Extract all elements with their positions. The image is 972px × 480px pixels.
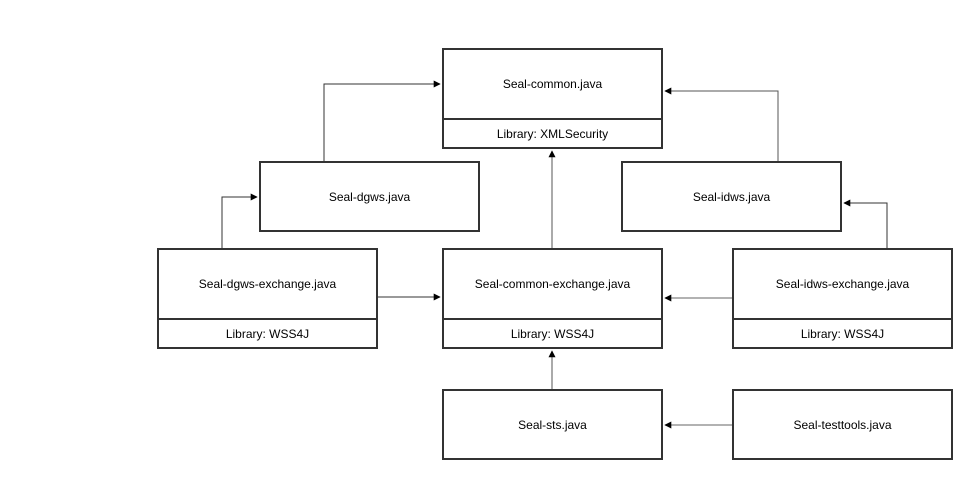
- edges-group: [221, 80, 888, 429]
- box-seal-idws-name: Seal-idws.java: [692, 189, 771, 204]
- box-seal-common-exchange-name: Seal-common-exchange.java: [474, 277, 631, 291]
- box-seal-common-name: Seal-common.java: [502, 77, 603, 91]
- box-seal-testtools-name: Seal-testtools.java: [793, 417, 892, 432]
- edge-seal-dgws-exchange-to-seal-dgws: [221, 193, 258, 248]
- edge-seal-dgws-to-seal-common: [323, 80, 441, 161]
- box-seal-idws-exchange-name: Seal-idws-exchange.java: [775, 277, 910, 291]
- box-seal-dgws-exchange-library: Library: WSS4J: [159, 318, 376, 347]
- box-seal-testtools[interactable]: Seal-testtools.java: [732, 389, 953, 460]
- box-seal-common-library: Library: XMLSecurity: [444, 118, 661, 147]
- box-seal-dgws[interactable]: Seal-dgws.java: [259, 161, 480, 232]
- box-seal-dgws-name: Seal-dgws.java: [328, 189, 411, 204]
- box-seal-idws-exchange[interactable]: Seal-idws-exchange.java Library: WSS4J: [732, 248, 953, 349]
- edge-seal-idws-exchange-to-seal-idws: [843, 199, 888, 248]
- box-seal-sts-name: Seal-sts.java: [518, 417, 587, 432]
- box-seal-common-exchange-library: Library: WSS4J: [444, 318, 661, 347]
- box-seal-idws[interactable]: Seal-idws.java: [621, 161, 842, 232]
- box-seal-sts[interactable]: Seal-sts.java: [442, 389, 663, 460]
- edge-seal-idws-to-seal-common: [664, 87, 779, 161]
- box-seal-common-exchange[interactable]: Seal-common-exchange.java Library: WSS4J: [442, 248, 663, 349]
- box-seal-common[interactable]: Seal-common.java Library: XMLSecurity: [442, 48, 663, 149]
- box-seal-idws-exchange-library: Library: WSS4J: [734, 318, 951, 347]
- box-seal-dgws-exchange[interactable]: Seal-dgws-exchange.java Library: WSS4J: [157, 248, 378, 349]
- box-seal-dgws-exchange-name: Seal-dgws-exchange.java: [198, 277, 337, 291]
